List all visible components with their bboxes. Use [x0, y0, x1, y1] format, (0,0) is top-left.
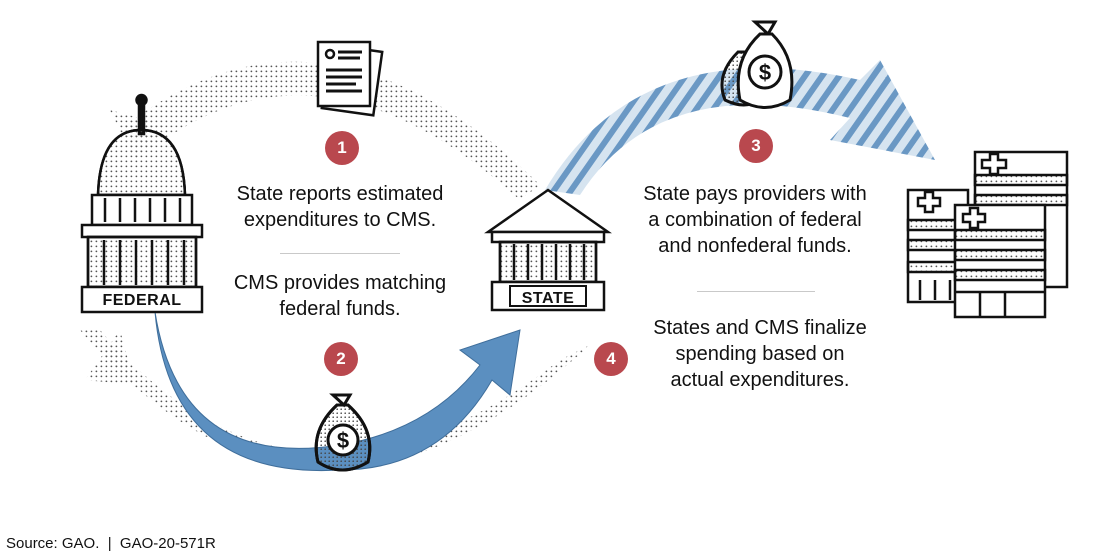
step-3-badge: 3 [739, 129, 773, 163]
svg-text:$: $ [337, 428, 349, 453]
step-2-badge: 2 [324, 342, 358, 376]
divider [280, 253, 400, 254]
step-3-text: State pays providers with a combination … [643, 183, 867, 257]
svg-text:$: $ [759, 60, 771, 85]
capitol-icon [80, 93, 204, 314]
state-label: STATE [522, 290, 575, 307]
medical-bill-icon [906, 150, 1069, 319]
money-bag-icon: $ [314, 393, 372, 472]
step-4-text: States and CMS finalize spending based o… [653, 317, 867, 391]
finalize-flow-arrowhead-left [85, 330, 135, 385]
report-document-icon [316, 40, 384, 117]
money-bag-icon: $ [720, 20, 794, 109]
report-flow-arc-top [120, 61, 540, 200]
step-4-badge: 4 [594, 342, 628, 376]
source-note: Source: GAO. | GAO-20-571R [6, 535, 216, 552]
step-1-badge: 1 [325, 131, 359, 165]
step-2-text: CMS provides matching federal funds. [233, 272, 447, 320]
federal-label: FEDERAL [102, 292, 181, 309]
step-1-text: State reports estimated expenditures to … [236, 183, 444, 231]
federal-funds-arrow [154, 311, 521, 472]
divider [697, 291, 815, 292]
provider-payment-arrow [545, 60, 935, 195]
